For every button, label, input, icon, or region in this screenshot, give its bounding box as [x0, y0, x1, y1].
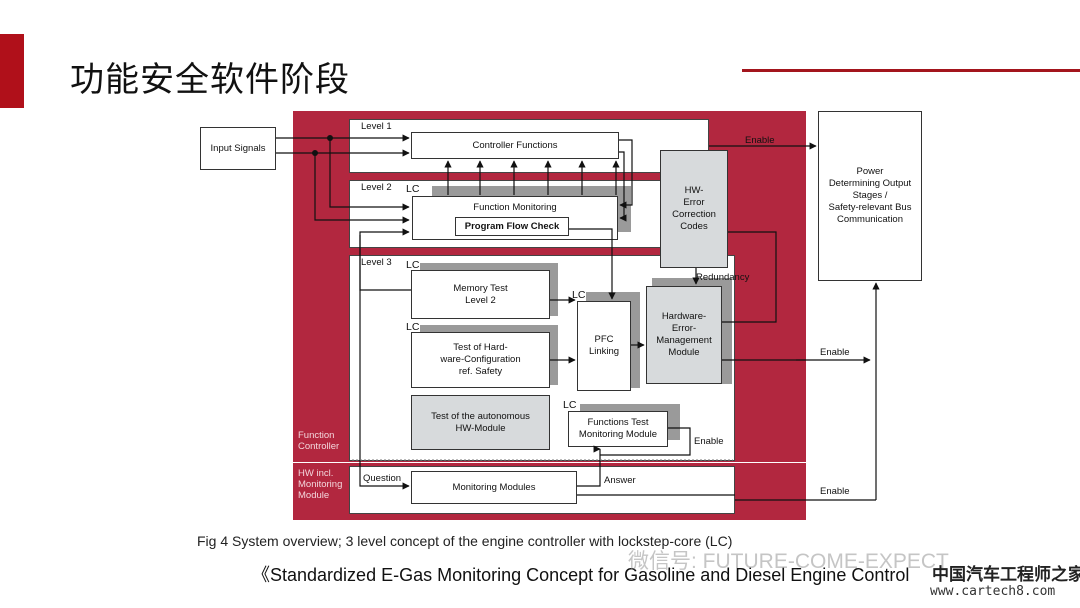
level3-label: Level 3 [361, 257, 392, 268]
program-flow-check-box: Program Flow Check [455, 217, 569, 236]
hw-monitoring-label: HW incl. Monitoring Module [298, 468, 343, 501]
test-hw-configuration-box: Test of Hard- ware-Configuration ref. Sa… [411, 332, 550, 388]
lc-label-functions-test: LC [563, 399, 577, 411]
test-autonomous-hw-module-box: Test of the autonomous HW-Module [411, 395, 550, 450]
lc-label-hw-config: LC [406, 321, 420, 333]
pfc-linking-box: PFC Linking [577, 301, 631, 391]
enable-label-bottom: Enable [820, 486, 850, 497]
title-rule [742, 69, 1080, 72]
enable-label-mid: Enable [820, 347, 850, 358]
lc-label-memory-test: LC [406, 259, 420, 271]
question-label: Question [363, 473, 402, 484]
slide-title: 功能安全软件阶段 [70, 60, 350, 100]
enable-label-top: Enable [745, 135, 775, 146]
hardware-error-management-box: Hardware- Error- Management Module [646, 286, 722, 384]
enable-label-functions-test: Enable [694, 436, 724, 447]
memory-test-box: Memory Test Level 2 [411, 270, 550, 319]
figure-caption: Fig 4 System overview; 3 level concept o… [197, 533, 733, 549]
source-reference: 《Standardized E-Gas Monitoring Concept f… [252, 565, 910, 585]
title-accent-bar [0, 34, 24, 108]
site-url-watermark: www.cartech8.com [930, 584, 1056, 599]
level2-label: Level 2 [361, 182, 392, 193]
wechat-watermark: 微信号: FUTURE-COME-EXPECT [628, 550, 949, 573]
hw-error-correction-codes-label: HW- Error Correction Codes [672, 185, 716, 232]
functions-test-monitoring-box: Functions Test Monitoring Module [568, 411, 668, 447]
input-signals-box: Input Signals [200, 127, 276, 170]
function-monitoring-label: Function Monitoring [473, 202, 557, 213]
answer-label: Answer [604, 475, 636, 486]
lc-label-function-monitoring: LC [406, 183, 420, 195]
hw-error-correction-codes-box: HW- Error Correction Codes [660, 150, 728, 268]
monitoring-modules-box: Monitoring Modules [411, 471, 577, 504]
power-output-box: Power Determining Output Stages / Safety… [818, 111, 922, 281]
level1-label: Level 1 [361, 121, 392, 132]
redundancy-label: Redundancy [696, 272, 750, 283]
controller-functions-box: Controller Functions [411, 132, 619, 159]
site-name-watermark: 中国汽车工程师之家 [932, 565, 1080, 585]
function-controller-label: Function Controller [298, 430, 340, 452]
